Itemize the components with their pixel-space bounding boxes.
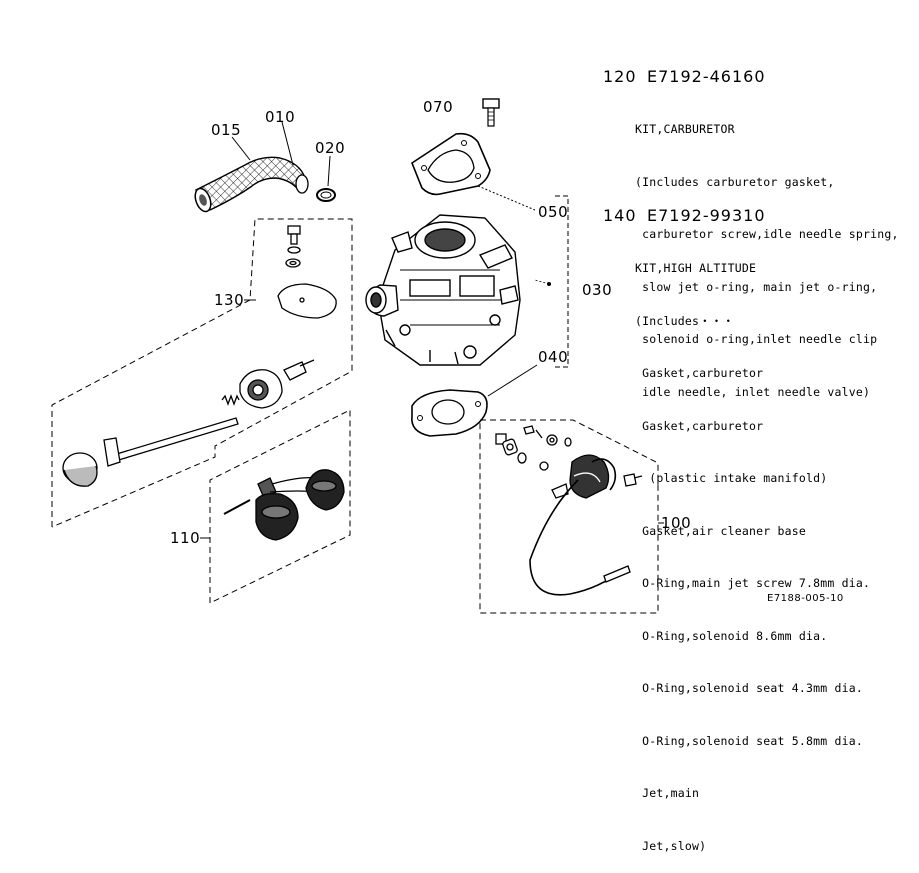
gasket-040 [411, 389, 488, 437]
kit-140-part-number: E7192-99310 [647, 206, 766, 225]
kit-140-header: 140 E7192-99310 [603, 206, 766, 225]
callout-010: 010 [265, 108, 296, 126]
kit-140-number: 140 [603, 206, 637, 225]
kit-120-line: slow jet o-ring, main jet o-ring, [635, 279, 878, 294]
kit-140-line: (plastic intake manifold) [635, 471, 828, 485]
kit-140-line: Gasket,carburetor [635, 418, 764, 433]
kit-120-line: (Includes carburetor gasket, [635, 174, 835, 189]
callout-030: 030 [582, 281, 613, 299]
callout-050: 050 [538, 203, 569, 221]
callout-015: 015 [211, 121, 242, 139]
kit-140-line: Gasket,carburetor [635, 366, 764, 380]
group-110-parts [223, 469, 345, 541]
kit-140-line: O-Ring,main jet screw 7.8mm dia. [635, 576, 871, 590]
kit-120-part-number: E7192-46160 [647, 67, 766, 86]
callout-110: 110 [170, 529, 201, 547]
kit-140-line: Jet,main [635, 786, 700, 800]
kit-120-line: solenoid o-ring,inlet needle clip [635, 332, 878, 346]
kit-120-number: 120 [603, 67, 637, 86]
kit-140-line: Jet,slow) [635, 838, 707, 853]
callout-130: 130 [214, 291, 245, 309]
kit-140-line: O-Ring,solenoid seat 4.3mm dia. [635, 681, 863, 695]
callout-070: 070 [423, 98, 454, 116]
kit-140-title: KIT,HIGH ALTITUDE [635, 261, 757, 275]
gasket-050 [411, 132, 491, 196]
hose-assembly [194, 156, 309, 213]
kit-140-line: (Includes・・・ [635, 313, 735, 328]
group-100-parts [495, 425, 643, 596]
kit-120-description: KIT,CARBURETOR (Includes carburetor gask… [635, 86, 899, 419]
callout-040: 040 [538, 348, 569, 366]
kit-140-line: O-Ring,solenoid seat 5.8mm dia. [635, 733, 863, 748]
kit-120-line: carburetor screw,idle needle spring, [635, 227, 899, 241]
drawing-reference-code: E7188-005-10 [767, 593, 844, 604]
kit-120-line: idle needle, inlet needle valve) [635, 384, 871, 399]
kit-140-line: O-Ring,solenoid 8.6mm dia. [635, 628, 828, 643]
callout-100: 100 [661, 514, 692, 532]
carburetor-body [365, 214, 521, 366]
kit-140-line: Gasket,air cleaner base [635, 523, 806, 538]
hose-clamp [316, 188, 336, 202]
kit-120-title: KIT,CARBURETOR [635, 122, 735, 136]
bolt-070 [482, 98, 500, 127]
exploded-parts-diagram [51, 98, 664, 614]
callout-020: 020 [315, 139, 346, 157]
kit-140-description: KIT,HIGH ALTITUDE (Includes・・・ Gasket,ca… [635, 225, 870, 873]
group-130-parts [62, 225, 337, 487]
kit-120-header: 120 E7192-46160 [603, 67, 766, 86]
